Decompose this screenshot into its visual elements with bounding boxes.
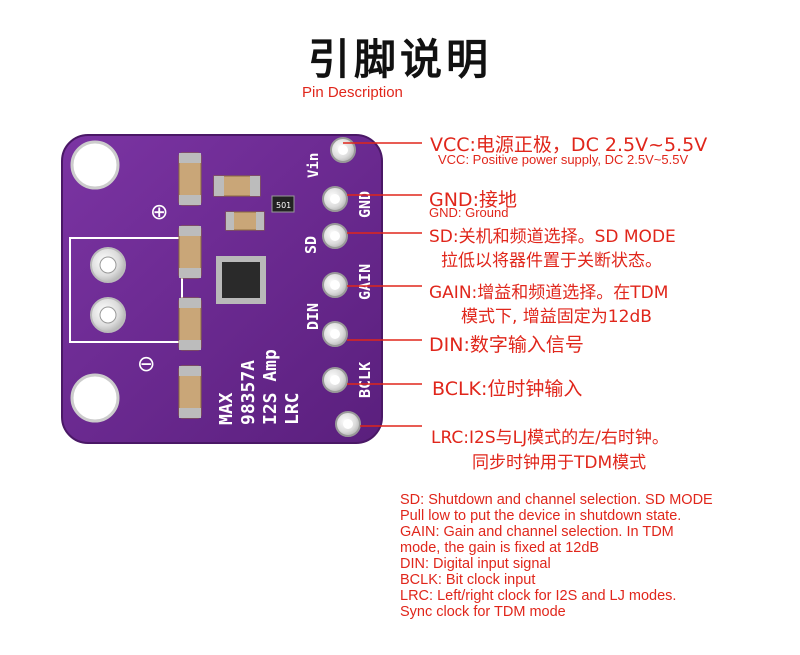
svg-text:I2S Amp: I2S Amp xyxy=(260,349,281,425)
svg-text:GND: GND xyxy=(356,191,374,218)
svg-text:MAX: MAX xyxy=(216,392,237,425)
svg-text:GAIN: GAIN xyxy=(356,264,374,300)
gain-label: GAIN:增益和频道选择。在TDM xyxy=(429,283,669,303)
note-line: GAIN: Gain and channel selection. In TDM xyxy=(400,524,674,540)
svg-text:SD: SD xyxy=(302,236,320,254)
pin-silkscreen: DIN xyxy=(304,303,322,330)
bclk-label: BCLK:位时钟输入 xyxy=(432,378,583,400)
gain-label-2: 模式下, 增益固定为12dB xyxy=(461,307,652,327)
plus-marking: ⊕ xyxy=(150,200,168,225)
din-label: DIN:数字输入信号 xyxy=(429,334,584,356)
lrc-label-2: 同步时钟用于TDM模式 xyxy=(472,453,647,473)
gnd-label-en: GND: Ground xyxy=(429,205,509,220)
svg-text:LRC: LRC xyxy=(282,392,303,425)
minus-marking: ⊖ xyxy=(137,352,155,377)
svg-text:98357A: 98357A xyxy=(238,360,259,425)
note-line: LRC: Left/right clock for I2S and LJ mod… xyxy=(400,588,677,604)
leader-lines xyxy=(343,142,422,427)
svg-text:BCLK: BCLK xyxy=(356,362,374,398)
page-title: 引脚说明 xyxy=(307,35,492,84)
smd-components: 501 xyxy=(213,175,295,231)
note-line: Pull low to put the device in shutdown s… xyxy=(400,508,682,524)
page-subtitle: Pin Description xyxy=(302,84,403,101)
note-line: DIN: Digital input signal xyxy=(400,556,551,572)
lrc-label: LRC:I2S与LJ模式的左/右时钟。 xyxy=(431,428,669,448)
capacitor-group xyxy=(178,152,202,419)
mounting-hole xyxy=(70,140,120,190)
header-pins xyxy=(322,137,361,437)
note-line: Sync clock for TDM mode xyxy=(400,604,566,620)
sd-label-2: 拉低以将器件置于关断状态。 xyxy=(441,251,662,271)
svg-text:501: 501 xyxy=(276,201,291,210)
terminal-outline xyxy=(69,237,183,343)
note-line: mode, the gain is fixed at 12dB xyxy=(400,540,600,556)
english-notes: SD: Shutdown and channel selection. SD M… xyxy=(400,492,780,620)
silkscreen-text: MAX 98357A I2S Amp LRC xyxy=(216,349,303,425)
mounting-hole xyxy=(70,373,120,423)
vcc-label-en: VCC: Positive power supply, DC 2.5V~5.5V xyxy=(438,152,689,167)
vcc-label: VCC:电源正极，DC 2.5V~5.5V xyxy=(430,134,708,156)
amplifier-ic xyxy=(216,256,266,304)
svg-text:Vin: Vin xyxy=(306,153,322,178)
gnd-label: GND:接地 xyxy=(429,189,517,211)
svg-text:DIN: DIN xyxy=(304,303,322,330)
note-line: BCLK: Bit clock input xyxy=(400,572,536,588)
sd-label: SD:关机和频道选择。SD MODE xyxy=(429,227,676,247)
note-line: SD: Shutdown and channel selection. SD M… xyxy=(400,492,713,508)
